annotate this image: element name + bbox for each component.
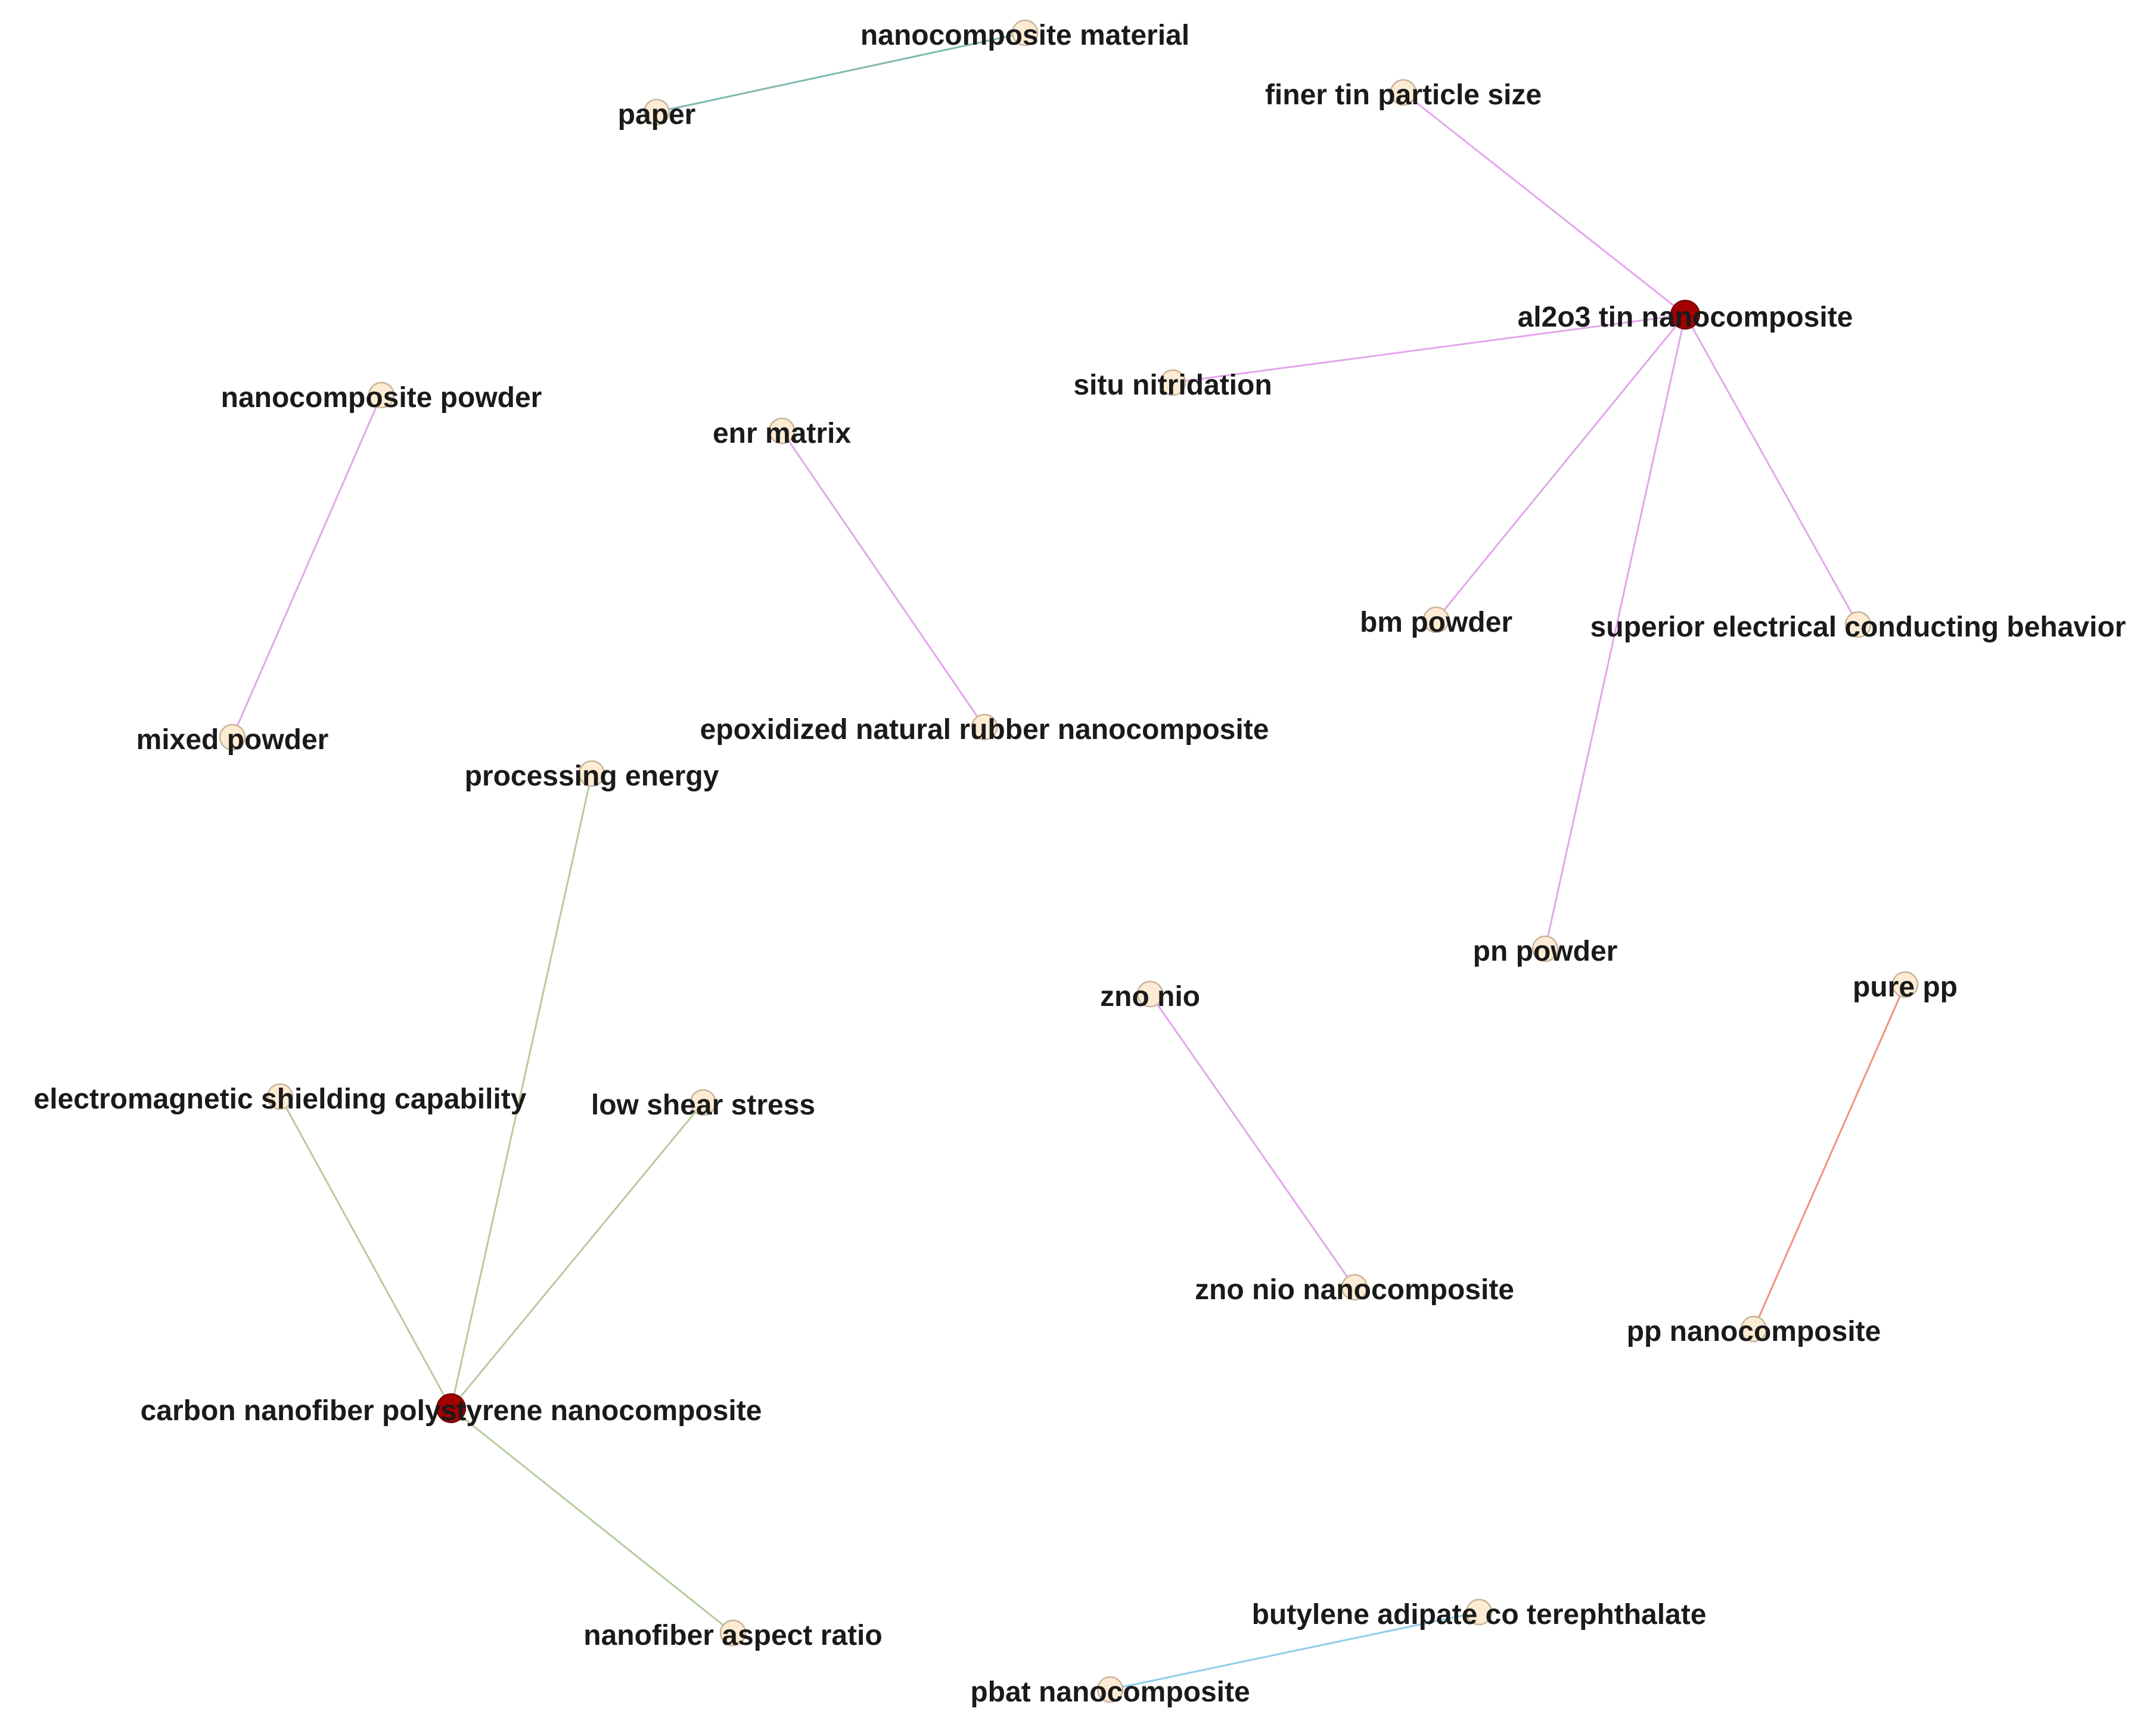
graph-node: [1422, 606, 1450, 633]
edge-n4-n13: [1544, 314, 1686, 949]
node-label: carbon nanofiber polystyrene nanocomposi…: [141, 1395, 762, 1427]
graph-node: [689, 1089, 717, 1116]
edge-n16-n20: [279, 1096, 452, 1409]
node-label: nanocomposite powder: [221, 382, 542, 414]
edge-layer: [231, 32, 1906, 1691]
graph-node: [578, 760, 605, 787]
edge-n15-n19: [1753, 984, 1906, 1330]
node-label: processing energy: [465, 760, 719, 792]
graph-node: [1740, 1315, 1767, 1343]
edge-n4-n8: [1435, 314, 1686, 620]
node-label: al2o3 tin nanocomposite: [1518, 302, 1853, 333]
node-label: butylene adipate co terephthalate: [1252, 1599, 1707, 1631]
edge-n17-n20: [450, 1102, 704, 1409]
node-label: electromagnetic shielding capability: [34, 1083, 527, 1115]
edge-n14-n18: [1149, 993, 1356, 1288]
edge-n12-n20: [450, 773, 593, 1409]
edge-n3-n4: [1403, 91, 1686, 316]
graph-node: [1136, 980, 1164, 1008]
graph-node: [1341, 1274, 1368, 1301]
node-label: pn powder: [1473, 936, 1618, 967]
edge-n7-n11: [781, 430, 986, 728]
graph-node: [368, 381, 395, 409]
node-label: bm powder: [1360, 607, 1512, 638]
hub-node: [1670, 300, 1700, 330]
graph-node: [643, 98, 670, 126]
node-label: zno nio nanocomposite: [1195, 1274, 1514, 1306]
graph-node: [719, 1619, 747, 1647]
node-layer: [219, 19, 1919, 1703]
graph-node: [971, 713, 998, 741]
node-label: pp nanocomposite: [1627, 1316, 1881, 1347]
graph-node: [266, 1083, 294, 1110]
node-label: low shear stress: [591, 1089, 815, 1121]
node-label: situ nitridation: [1073, 369, 1272, 401]
edge-n1-n2: [656, 32, 1026, 113]
node-label: mixed powder: [136, 724, 329, 756]
edge-n6-n10: [231, 395, 383, 738]
node-label: superior electrical conducting behavior: [1590, 611, 2126, 643]
node-label: finer tin particle size: [1265, 79, 1542, 111]
graph-node: [1891, 971, 1919, 998]
edge-n20-n21: [451, 1407, 734, 1634]
graph-node: [1465, 1598, 1493, 1626]
node-label: enr matrix: [713, 418, 851, 449]
graph-node: [768, 417, 796, 445]
edge-n22-n23: [1110, 1611, 1480, 1691]
edge-n4-n9: [1684, 314, 1859, 625]
node-label: nanofiber aspect ratio: [583, 1620, 882, 1651]
label-layer: nanocomposite material paper finer tin par…: [34, 20, 2126, 1708]
graph-node: [1011, 19, 1039, 46]
node-label: epoxidized natural rubber nanocomposite: [700, 714, 1269, 746]
node-label: paper: [618, 99, 696, 131]
graph-node: [1844, 611, 1872, 638]
graph-node: [1390, 79, 1417, 106]
graph-node: [1096, 1676, 1124, 1703]
node-label: pure pp: [1853, 971, 1958, 1003]
edge-n4-n5: [1172, 313, 1686, 384]
hub-node: [436, 1393, 466, 1423]
node-label: zno nio: [1100, 981, 1200, 1013]
node-label: pbat nanocomposite: [970, 1676, 1250, 1708]
node-label: nanocomposite material: [860, 20, 1189, 51]
graph-node: [219, 723, 246, 751]
graph-node: [1159, 369, 1186, 396]
graph-node: [1531, 935, 1559, 962]
